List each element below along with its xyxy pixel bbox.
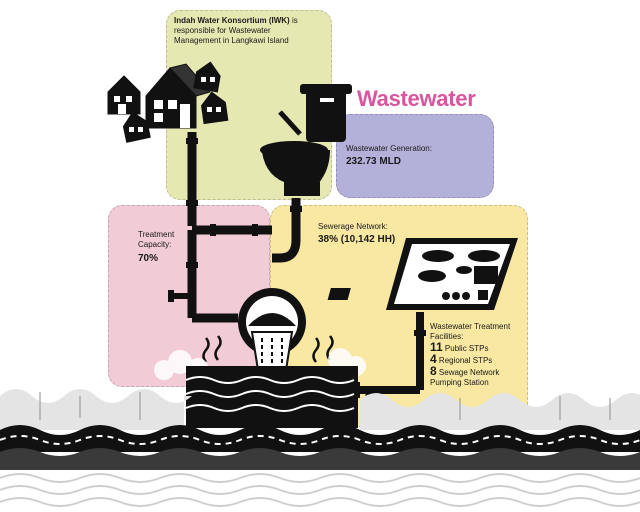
sewerage-value: 38% (10,142 HH) bbox=[318, 234, 396, 245]
dark-wave-band bbox=[0, 425, 640, 470]
generation-panel bbox=[336, 114, 494, 198]
facility-item-extra: Pumping Station bbox=[430, 378, 489, 387]
facilities-block: Wastewater Treatment Facilities: 11 Publ… bbox=[430, 322, 530, 388]
fumes-icon bbox=[202, 335, 334, 363]
iwk-name: Indah Water Konsortium (IWK) bbox=[174, 16, 290, 25]
treatment-label-2: Capacity: bbox=[138, 240, 172, 249]
wastewater-pool bbox=[185, 366, 358, 428]
facilities-label-1: Wastewater Treatment bbox=[430, 322, 511, 331]
bottom-waves bbox=[0, 473, 640, 507]
treatment-label-1: Treatment bbox=[138, 230, 175, 239]
sea-waves bbox=[0, 389, 640, 430]
iwk-desc-3: Management in Langkawi Island bbox=[174, 36, 289, 45]
sewerage-label: Sewerage Network: bbox=[318, 222, 388, 231]
toilet-icon bbox=[260, 84, 352, 196]
facility-item: 4 Regional STPs bbox=[430, 352, 493, 366]
facilities-label-2: Facilities: bbox=[430, 332, 464, 341]
facility-item: 8 Sewage Network bbox=[430, 364, 500, 378]
iwk-desc-2: responsible for Wastewater bbox=[174, 26, 271, 35]
treatment-value: 70% bbox=[138, 253, 159, 264]
houses-icon bbox=[107, 61, 229, 143]
iwk-desc-1: is bbox=[291, 16, 298, 25]
generation-value: 232.73 MLD bbox=[346, 156, 402, 167]
page-title: Wastewater bbox=[357, 86, 476, 111]
treatment-plant-icon bbox=[327, 238, 518, 310]
outflow-pipe-icon bbox=[238, 288, 306, 371]
generation-label: Wastewater Generation: bbox=[346, 144, 432, 153]
iwk-description: Indah Water Konsortium (IWK) is responsi… bbox=[174, 16, 326, 46]
facility-item: 11 Public STPs bbox=[430, 340, 489, 354]
